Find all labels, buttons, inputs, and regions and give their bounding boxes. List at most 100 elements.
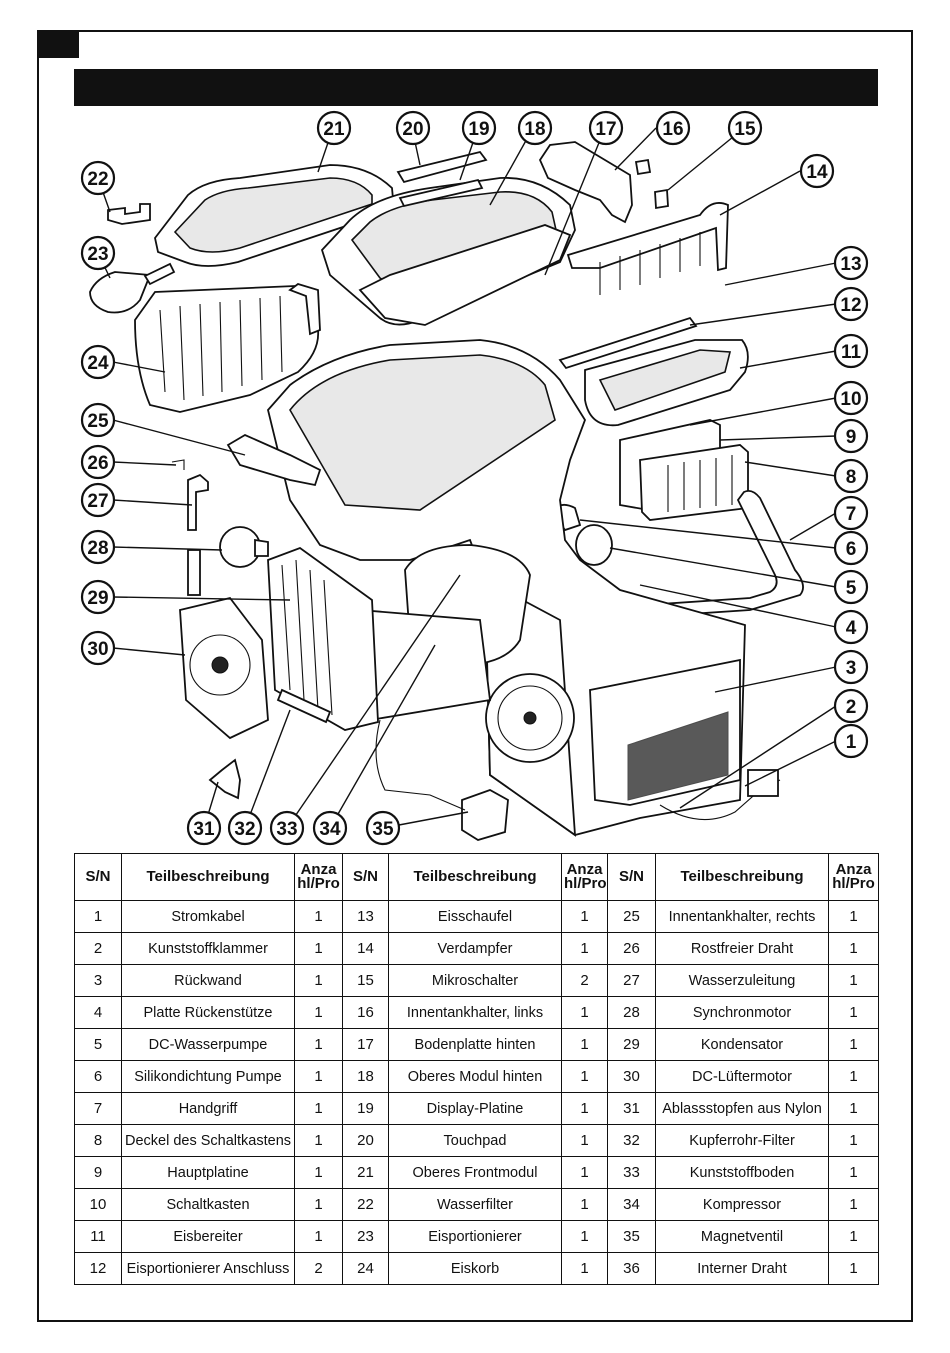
part-quantity-cell: 1 (828, 1124, 879, 1157)
part-water-inlet (187, 473, 209, 596)
callout-8: 8 (833, 458, 869, 494)
callout-label: 12 (840, 295, 861, 316)
callout-4: 4 (833, 609, 869, 645)
callout-28: 28 (80, 529, 116, 565)
part-ice-scoop (89, 262, 176, 314)
part-number-cell: 25 (607, 900, 656, 933)
part-quantity-cell: 2 (294, 1252, 343, 1285)
callout-label: 18 (524, 119, 545, 140)
page-frame (37, 30, 913, 1322)
callout-6: 6 (833, 530, 869, 566)
part-water-filter (107, 203, 151, 225)
part-number-cell: 33 (607, 1156, 656, 1189)
part-description-cell: DC-Lüftermotor (655, 1060, 829, 1093)
part-description-cell: Wasserfilter (388, 1188, 562, 1221)
part-number-cell: 9 (74, 1156, 122, 1189)
callout-label: 10 (840, 389, 861, 410)
callout-23: 23 (80, 235, 116, 271)
part-number-cell: 1 (74, 900, 122, 933)
part-top-rear-module (320, 177, 576, 326)
part-touchpad (396, 150, 488, 184)
part-number-cell: 29 (607, 1028, 656, 1061)
callout-26: 26 (80, 444, 116, 480)
callout-label: 23 (87, 244, 108, 265)
part-stainless-wire (171, 459, 185, 470)
callout-label: 3 (846, 658, 857, 679)
header-sn: S/N (74, 853, 122, 901)
callout-label: 2 (846, 697, 857, 718)
part-quantity-cell: 1 (561, 1124, 608, 1157)
part-description-cell: Rostfreier Draht (655, 932, 829, 965)
part-description-cell: Kunststoffklammer (121, 932, 295, 965)
part-description-cell: Magnetventil (655, 1220, 829, 1253)
callout-label: 17 (595, 119, 616, 140)
part-fan-motor (179, 596, 269, 740)
callout-1: 1 (833, 723, 869, 759)
part-power-cord (659, 769, 781, 821)
header-description: Teilbeschreibung (655, 853, 829, 901)
callout-label: 19 (468, 119, 489, 140)
part-description-cell: Platte Rückenstütze (121, 996, 295, 1029)
callout-31: 31 (186, 810, 222, 846)
header-quantity: Anza hl/Pro (294, 853, 343, 901)
part-quantity-cell: 1 (294, 1156, 343, 1189)
part-evaporator (566, 202, 729, 295)
part-quantity-cell: 1 (561, 1156, 608, 1189)
part-quantity-cell: 1 (561, 1092, 608, 1125)
part-quantity-cell: 1 (561, 1060, 608, 1093)
part-quantity-cell: 1 (828, 1156, 879, 1189)
callout-label: 21 (323, 119, 345, 140)
callout-15: 15 (727, 110, 763, 146)
part-quantity-cell: 1 (294, 1124, 343, 1157)
part-description-cell: Eiskorb (388, 1252, 562, 1285)
part-description-cell: Kondensator (655, 1028, 829, 1061)
callout-12: 12 (833, 286, 869, 322)
callout-27: 27 (80, 482, 116, 518)
callout-label: 13 (840, 254, 861, 275)
part-micro-switch (634, 158, 669, 210)
part-number-cell: 21 (342, 1156, 389, 1189)
callout-30: 30 (80, 630, 116, 666)
callout-label: 28 (87, 538, 108, 559)
part-description-cell: Display-Platine (388, 1092, 562, 1125)
part-quantity-cell: 2 (561, 964, 608, 997)
callout-label: 11 (841, 342, 862, 363)
part-number-cell: 14 (342, 932, 389, 965)
part-description-cell: Synchronmotor (655, 996, 829, 1029)
part-number-cell: 18 (342, 1060, 389, 1093)
part-display-board (398, 178, 484, 208)
callout-18: 18 (517, 110, 553, 146)
part-quantity-cell: 1 (828, 996, 879, 1029)
part-description-cell: Handgriff (121, 1092, 295, 1125)
part-ice-basket (134, 283, 321, 413)
part-description-cell: Kompressor (655, 1188, 829, 1221)
part-inner-tank-holder-right (226, 433, 322, 487)
part-number-cell: 19 (342, 1092, 389, 1125)
part-number-cell: 4 (74, 996, 122, 1029)
part-quantity-cell: 1 (828, 900, 879, 933)
header-sn: S/N (342, 853, 389, 901)
callout-label: 7 (846, 504, 857, 525)
part-description-cell: Kunststoffboden (655, 1156, 829, 1189)
callout-34: 34 (312, 810, 348, 846)
part-description-cell: Mikroschalter (388, 964, 562, 997)
part-description-cell: Schaltkasten (121, 1188, 295, 1221)
part-number-cell: 31 (607, 1092, 656, 1125)
callout-label: 29 (87, 588, 108, 609)
part-number-cell: 36 (607, 1252, 656, 1285)
callout-16: 16 (655, 110, 691, 146)
callout-label: 9 (846, 427, 857, 448)
part-drain-plug (208, 758, 241, 800)
part-quantity-cell: 1 (561, 1028, 608, 1061)
header-description: Teilbeschreibung (388, 853, 562, 901)
part-number-cell: 5 (74, 1028, 122, 1061)
part-quantity-cell: 1 (294, 900, 343, 933)
part-description-cell: Eisportionierer (388, 1220, 562, 1253)
